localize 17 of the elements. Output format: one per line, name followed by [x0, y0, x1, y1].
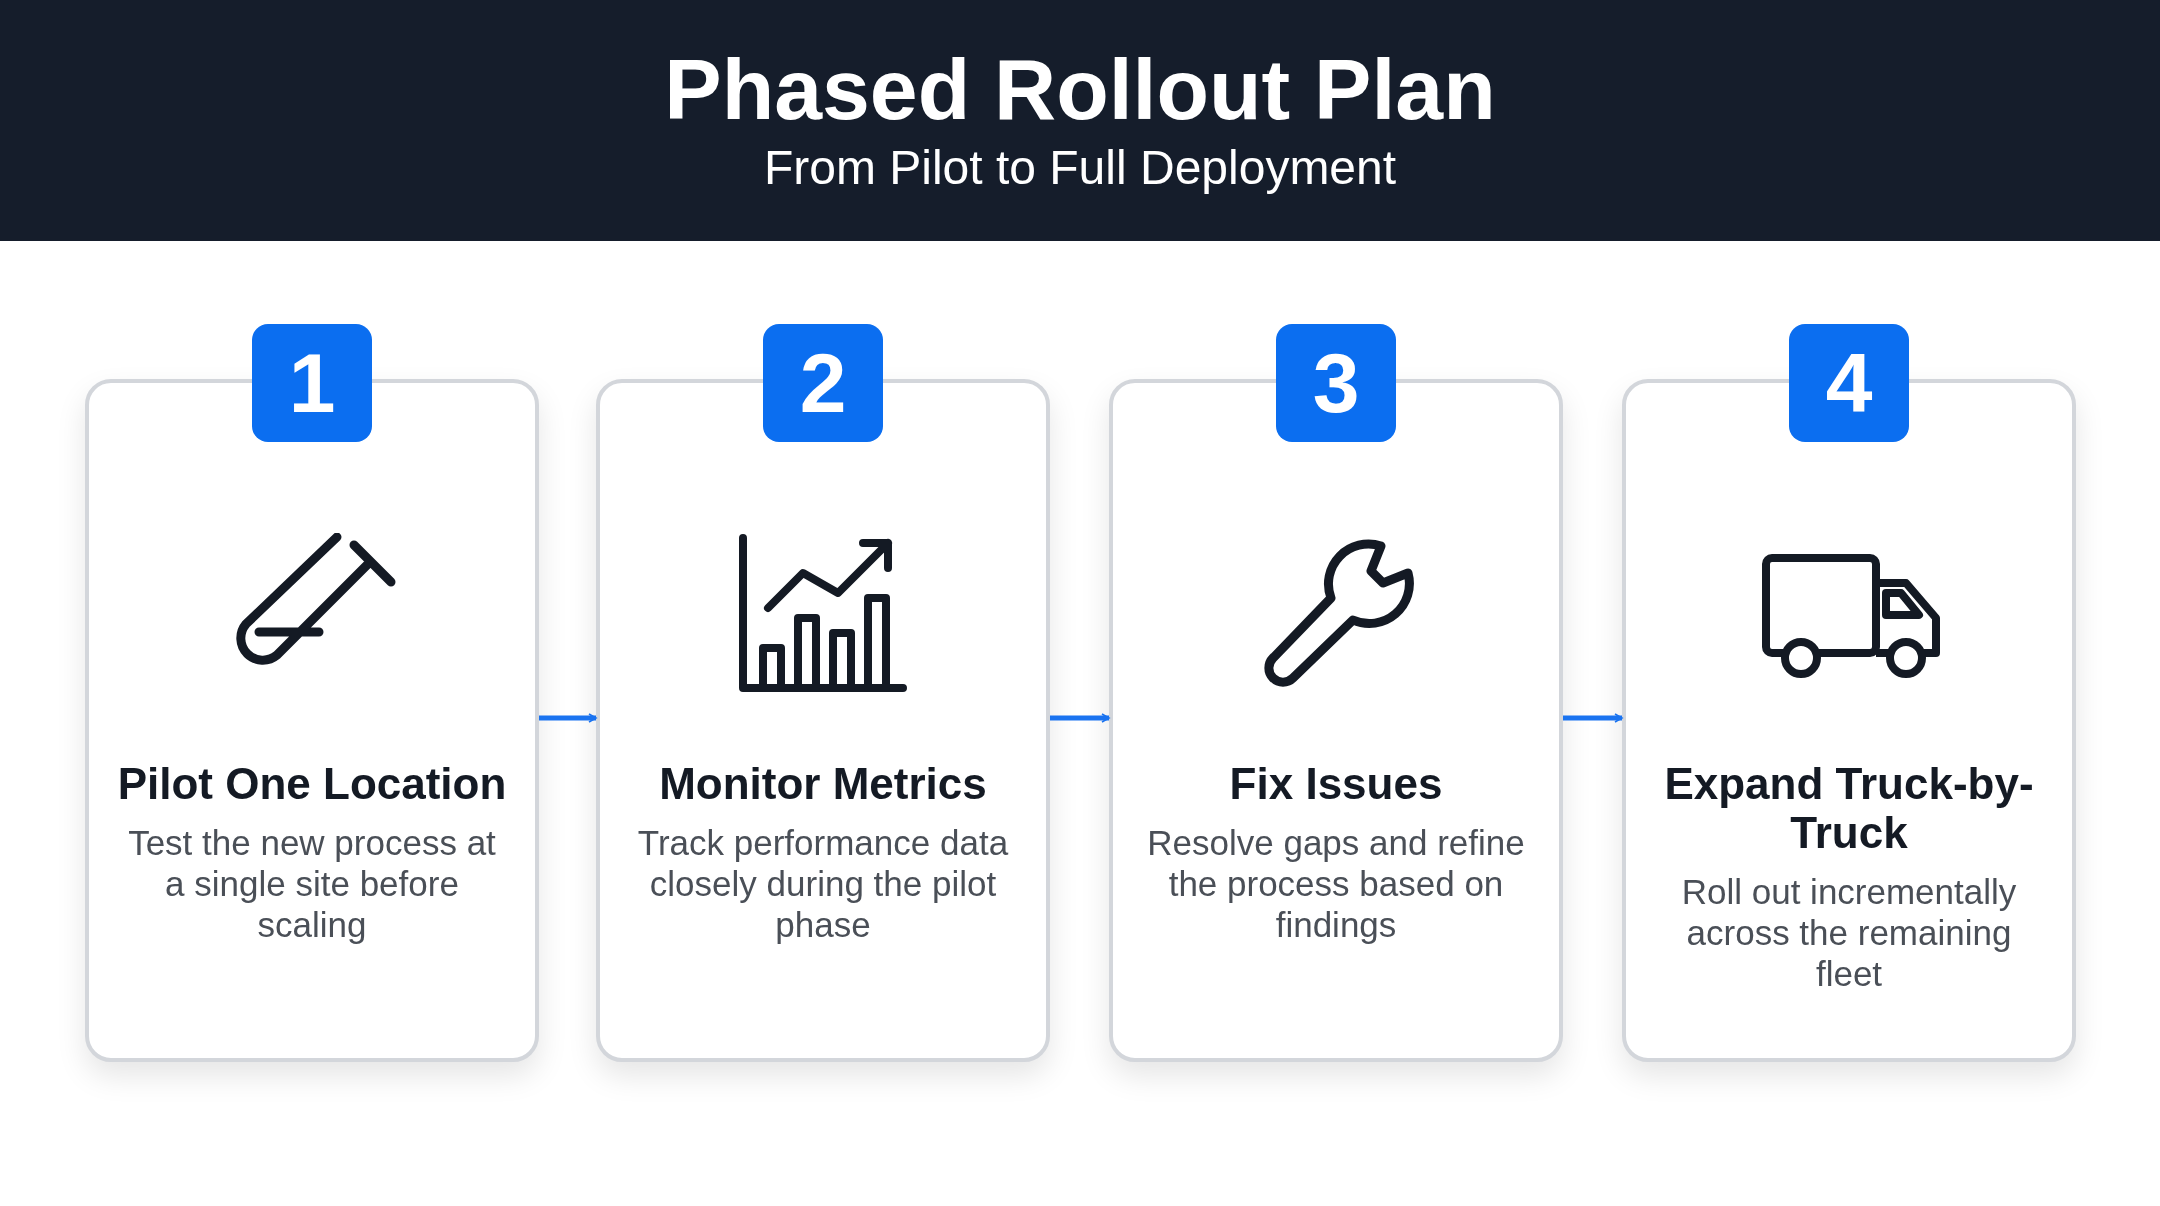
step-number-badge: 3 [1276, 324, 1396, 442]
step-description: Track performance data closely during the pilot phase [636, 822, 1010, 945]
step-description: Resolve gaps and refine the process based on findings [1146, 822, 1526, 945]
step-heading: Fix Issues [1228, 759, 1444, 808]
step-description: Test the new process at a single site before scaling [127, 822, 497, 945]
step-number-badge: 1 [252, 324, 372, 442]
step-heading: Expand Truck-by-Truck [1663, 759, 2035, 857]
subtitle: From Pilot to Full Deployment [762, 140, 1398, 195]
title: Phased Rollout Plan [663, 40, 1497, 139]
step-number-badge: 2 [763, 324, 883, 442]
arrow [1050, 713, 1110, 723]
step-description: Roll out incrementally across the remaining fleet [1680, 871, 2018, 994]
step-number-badge: 4 [1789, 324, 1909, 442]
step-heading: Monitor Metrics [658, 759, 988, 808]
arrow [539, 713, 597, 723]
arrow [1563, 713, 1623, 723]
step-heading: Pilot One Location [116, 759, 508, 808]
